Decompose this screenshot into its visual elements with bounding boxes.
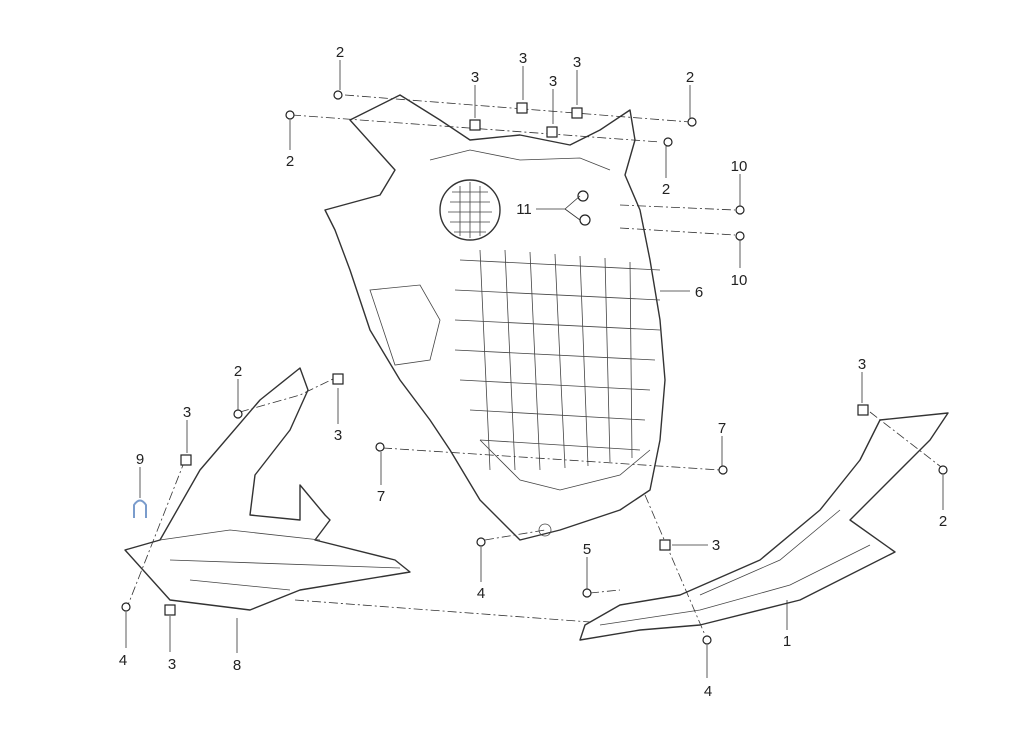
callout-2: 2 — [939, 513, 947, 530]
clip-nut-icon — [332, 373, 344, 385]
right-lower-cover — [579, 412, 949, 641]
screw-icon — [285, 110, 295, 120]
grille-mesh-large — [454, 249, 661, 471]
fasteners — [121, 90, 948, 645]
callout-2: 2 — [662, 181, 670, 198]
callout-2: 2 — [686, 69, 694, 86]
callout-7: 7 — [377, 488, 385, 505]
main-front-panel — [324, 94, 666, 541]
clip-nut-icon — [180, 454, 192, 466]
grille-mesh-small — [448, 182, 492, 238]
leader-lines — [125, 60, 944, 678]
callout-4: 4 — [477, 585, 485, 602]
screw-icon — [702, 635, 712, 645]
screw-icon — [333, 90, 343, 100]
screw-icon — [663, 137, 673, 147]
callout-9: 9 — [136, 451, 144, 468]
nut-icon — [579, 214, 591, 226]
callout-10: 10 — [731, 158, 748, 175]
callout-1: 1 — [783, 633, 791, 650]
clip-nut-icon — [857, 404, 869, 416]
callout-3: 3 — [168, 656, 176, 673]
spring-clip-icon — [133, 499, 147, 518]
callout-3: 3 — [471, 69, 479, 86]
callout-6: 6 — [695, 284, 703, 301]
clip-nut-icon — [546, 126, 558, 138]
clip-nut-icon — [469, 119, 481, 131]
screw-icon — [735, 231, 745, 241]
callout-2: 2 — [286, 153, 294, 170]
screw-icon — [233, 409, 243, 419]
nut-icon — [577, 190, 589, 202]
screw-icon — [735, 205, 745, 215]
screw-icon — [476, 537, 486, 547]
screw-icon — [687, 117, 697, 127]
screw-icon — [718, 465, 728, 475]
screw-icon — [375, 442, 385, 452]
callout-3: 3 — [334, 427, 342, 444]
callout-2: 2 — [234, 363, 242, 380]
callout-3: 3 — [519, 50, 527, 67]
callout-2: 2 — [336, 44, 344, 61]
callout-3: 3 — [549, 73, 557, 90]
clip-nut-icon — [516, 102, 528, 114]
clip-nut-icon — [164, 604, 176, 616]
clip-nut-icon — [571, 107, 583, 119]
screw-icon — [582, 588, 592, 598]
callout-3: 3 — [712, 537, 720, 554]
left-lower-cover — [124, 367, 411, 611]
callout-11: 11 — [516, 201, 532, 218]
callout-5: 5 — [583, 541, 591, 558]
callout-7: 7 — [718, 420, 726, 437]
callout-4: 4 — [119, 652, 127, 669]
callout-3: 3 — [183, 404, 191, 421]
callout-4: 4 — [704, 683, 712, 700]
clip-nut-icon — [659, 539, 671, 551]
callout-10: 10 — [731, 272, 748, 289]
callout-3: 3 — [573, 54, 581, 71]
callout-labels: 2 2 3 3 3 3 2 2 10 11 10 6 2 3 3 9 3 7 7… — [119, 44, 947, 700]
callout-8: 8 — [233, 657, 241, 674]
screw-icon — [121, 602, 131, 612]
callout-3: 3 — [858, 356, 866, 373]
screw-icon — [938, 465, 948, 475]
